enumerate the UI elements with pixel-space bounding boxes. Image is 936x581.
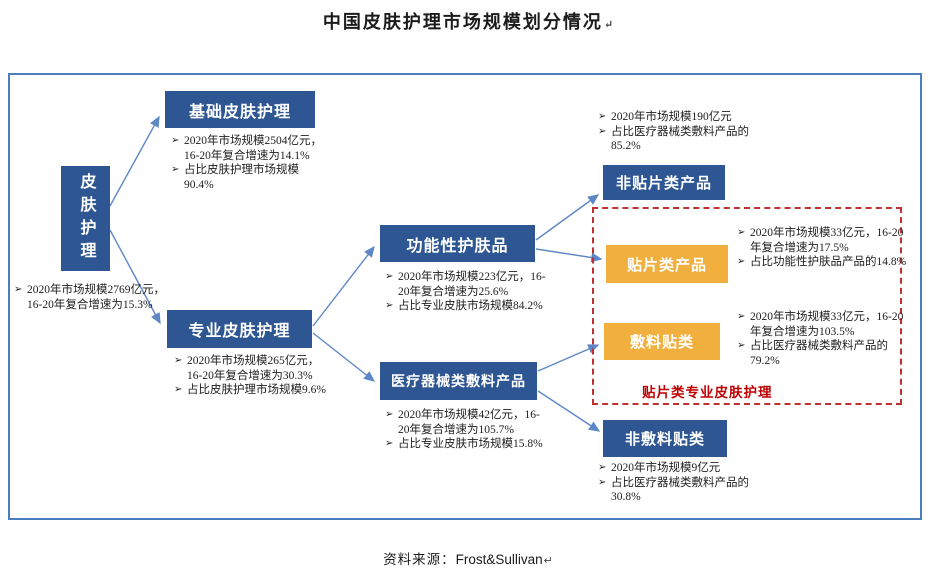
bullet-icon: ➢ [174, 355, 183, 366]
note-text: 占比功能性护肤品产品的14.8% [750, 256, 907, 269]
node-patch-products: 贴片类产品 [606, 245, 728, 283]
note-text: 2020年市场规模223亿元，16-20年复合增速为25.6% [398, 271, 546, 298]
node-non-dressing-patch: 非敷料贴类 [603, 420, 727, 457]
bullet-icon: ➢ [598, 462, 607, 473]
node-functional-skincare: 功能性护肤品 [380, 225, 535, 262]
node-label: 敷料贴类 [629, 334, 694, 351]
node-basic-skincare: 基础皮肤护理 [165, 91, 315, 128]
paragraph-mark-icon: ↵ [603, 19, 614, 31]
note-non-dressing-patch: ➢ 2020年市场规模9亿元 ➢ 占比医疗器械类敷料产品的30.8% [598, 461, 838, 505]
node-medical-dressing: 医疗器械类敷料产品 [380, 362, 537, 400]
note-text: 2020年市场规模42亿元，16-20年复合增速为105.7% [398, 409, 540, 436]
bullet-icon: ➢ [598, 111, 607, 122]
note-text: 占比专业皮肤市场规模84.2% [398, 300, 543, 313]
bullet-icon: ➢ [385, 438, 394, 450]
patch-group-label: 贴片类专业皮肤护理 [642, 385, 773, 400]
note-text: 占比专业皮肤市场规模15.8% [398, 438, 543, 451]
title-text: 中国皮肤护理市场规模划分情况 [322, 12, 603, 32]
node-label: 功能性护肤品 [406, 237, 509, 255]
node-non-patch: 非贴片类产品 [603, 165, 725, 200]
bullet-icon: ➢ [385, 409, 394, 420]
node-label: 专业皮肤护理 [188, 323, 291, 340]
bullet-icon: ➢ [171, 164, 180, 176]
source-line: 资料来源：Frost&Sullivan↵ [0, 548, 936, 568]
note-skincare-root: ➢ 2020年市场规模2769亿元，16-20年复合增速为15.3% [14, 283, 166, 312]
bullet-icon: ➢ [598, 476, 607, 488]
node-label: 非贴片类产品 [615, 175, 712, 192]
note-patch-products: ➢ 2020年市场规模33亿元，16-20年复合增速为17.5% ➢ 占比功能性护肤… [737, 226, 909, 270]
bullet-icon: ➢ [174, 384, 183, 396]
note-text: 占比皮肤护理市场规模9.6% [187, 384, 326, 397]
bullet-icon: ➢ [14, 284, 23, 295]
note-text: 占比皮肤护理市场规模90.4% [184, 164, 299, 192]
node-label: 非敷料贴类 [624, 431, 705, 448]
bullet-icon: ➢ [737, 227, 746, 238]
node-dressing-patch: 敷料贴类 [604, 323, 720, 360]
page-title: 中国皮肤护理市场规模划分情况↵ [0, 8, 936, 34]
note-medical-dressing: ➢ 2020年市场规模42亿元，16-20年复合增速为105.7% ➢ 占比专业皮肤… [385, 408, 551, 452]
note-text: 占比医疗器械类敷料产品的30.8% [611, 476, 749, 504]
note-dressing-patch: ➢ 2020年市场规模33亿元，16-20年复合增速为103.5% ➢ 占比医疗器械… [737, 310, 909, 369]
node-label: 基础皮肤护理 [188, 103, 291, 121]
node-label: 皮肤护理 [77, 172, 95, 265]
paragraph-mark-icon: ↵ [543, 555, 553, 567]
node-professional-skincare: 专业皮肤护理 [167, 310, 312, 348]
bullet-icon: ➢ [385, 300, 394, 312]
bullet-icon: ➢ [737, 256, 746, 268]
bullet-icon: ➢ [385, 271, 394, 282]
note-text: 2020年市场规模2504亿元，16-20年复合增速为14.1% [184, 135, 322, 162]
patch-group-outline: 贴片类专业皮肤护理 [592, 207, 902, 405]
note-text: 2020年市场规模9亿元 [611, 462, 721, 474]
note-non-patch: ➢ 2020年市场规模190亿元 ➢ 占比医疗器械类敷料产品的85.2% [598, 110, 838, 154]
node-skincare-root: 皮肤护理 [61, 166, 110, 271]
note-text: 2020年市场规模33亿元，16-20年复合增速为17.5% [750, 227, 904, 254]
node-label: 贴片类产品 [626, 256, 707, 274]
note-functional-skincare: ➢ 2020年市场规模223亿元，16-20年复合增速为25.6% ➢ 占比专业皮肤… [385, 270, 551, 314]
source-value: Frost&Sullivan [455, 552, 543, 567]
note-text: 占比医疗器械类敷料产品的79.2% [750, 340, 888, 368]
note-text: 2020年市场规模33亿元，16-20年复合增速为103.5% [750, 311, 904, 338]
note-text: 2020年市场规模265亿元，16-20年复合增速为30.3% [187, 355, 320, 382]
note-basic-skincare: ➢ 2020年市场规模2504亿元，16-20年复合增速为14.1% ➢ 占比皮肤护… [171, 134, 327, 193]
note-text: 占比医疗器械类敷料产品的85.2% [611, 125, 749, 153]
note-text: 2020年市场规模190亿元 [611, 111, 732, 123]
bullet-icon: ➢ [171, 135, 180, 146]
node-label: 医疗器械类敷料产品 [391, 373, 526, 389]
bullet-icon: ➢ [737, 311, 746, 322]
source-prefix: 资料来源： [383, 552, 456, 567]
bullet-icon: ➢ [737, 340, 746, 352]
note-professional-skincare: ➢ 2020年市场规模265亿元，16-20年复合增速为30.3% ➢ 占比皮肤护理… [174, 354, 330, 398]
bullet-icon: ➢ [598, 125, 607, 137]
note-text: 2020年市场规模2769亿元，16-20年复合增速为15.3% [27, 284, 165, 311]
